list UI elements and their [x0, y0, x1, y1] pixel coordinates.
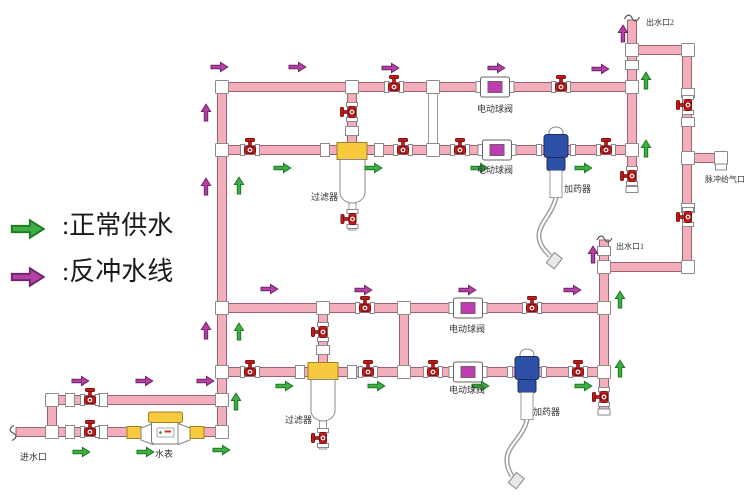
- label-ball-valve-row3: 电动球阀: [449, 324, 486, 334]
- legend-backwash-arrow: [10, 267, 45, 287]
- doser-lower: [504, 348, 547, 490]
- label-water-meter: 水表: [155, 449, 174, 459]
- label-pulse-air-port: 脉冲给气口: [705, 175, 745, 184]
- pipe-break-marks: [9, 14, 641, 442]
- doser-upper: [536, 126, 576, 270]
- label-ball-valve-row1: 电动球阀: [477, 104, 514, 114]
- label-ball-valve-row4: 电动球阀: [449, 385, 486, 395]
- electric-ball-valves: [448, 76, 517, 383]
- label-doser-upper: 加药器: [564, 184, 592, 194]
- legend-normal-arrow: [10, 219, 45, 239]
- label-doser-lower: 加药器: [533, 407, 561, 417]
- pipe-fittings: [45, 43, 728, 439]
- label-outlet2: 出水口2: [646, 18, 674, 27]
- label-inlet: 进水口: [20, 452, 48, 462]
- label-filter-lower: 过滤器: [285, 415, 313, 425]
- legend-normal-label: :正常供水: [62, 211, 174, 240]
- label-outlet1: 出水口1: [616, 242, 644, 251]
- water-meter: [126, 411, 205, 446]
- legend-backwash-label: :反冲水线: [62, 257, 174, 286]
- label-filter-upper: 过滤器: [311, 192, 339, 202]
- label-ball-valve-row2: 电动球阀: [477, 165, 514, 175]
